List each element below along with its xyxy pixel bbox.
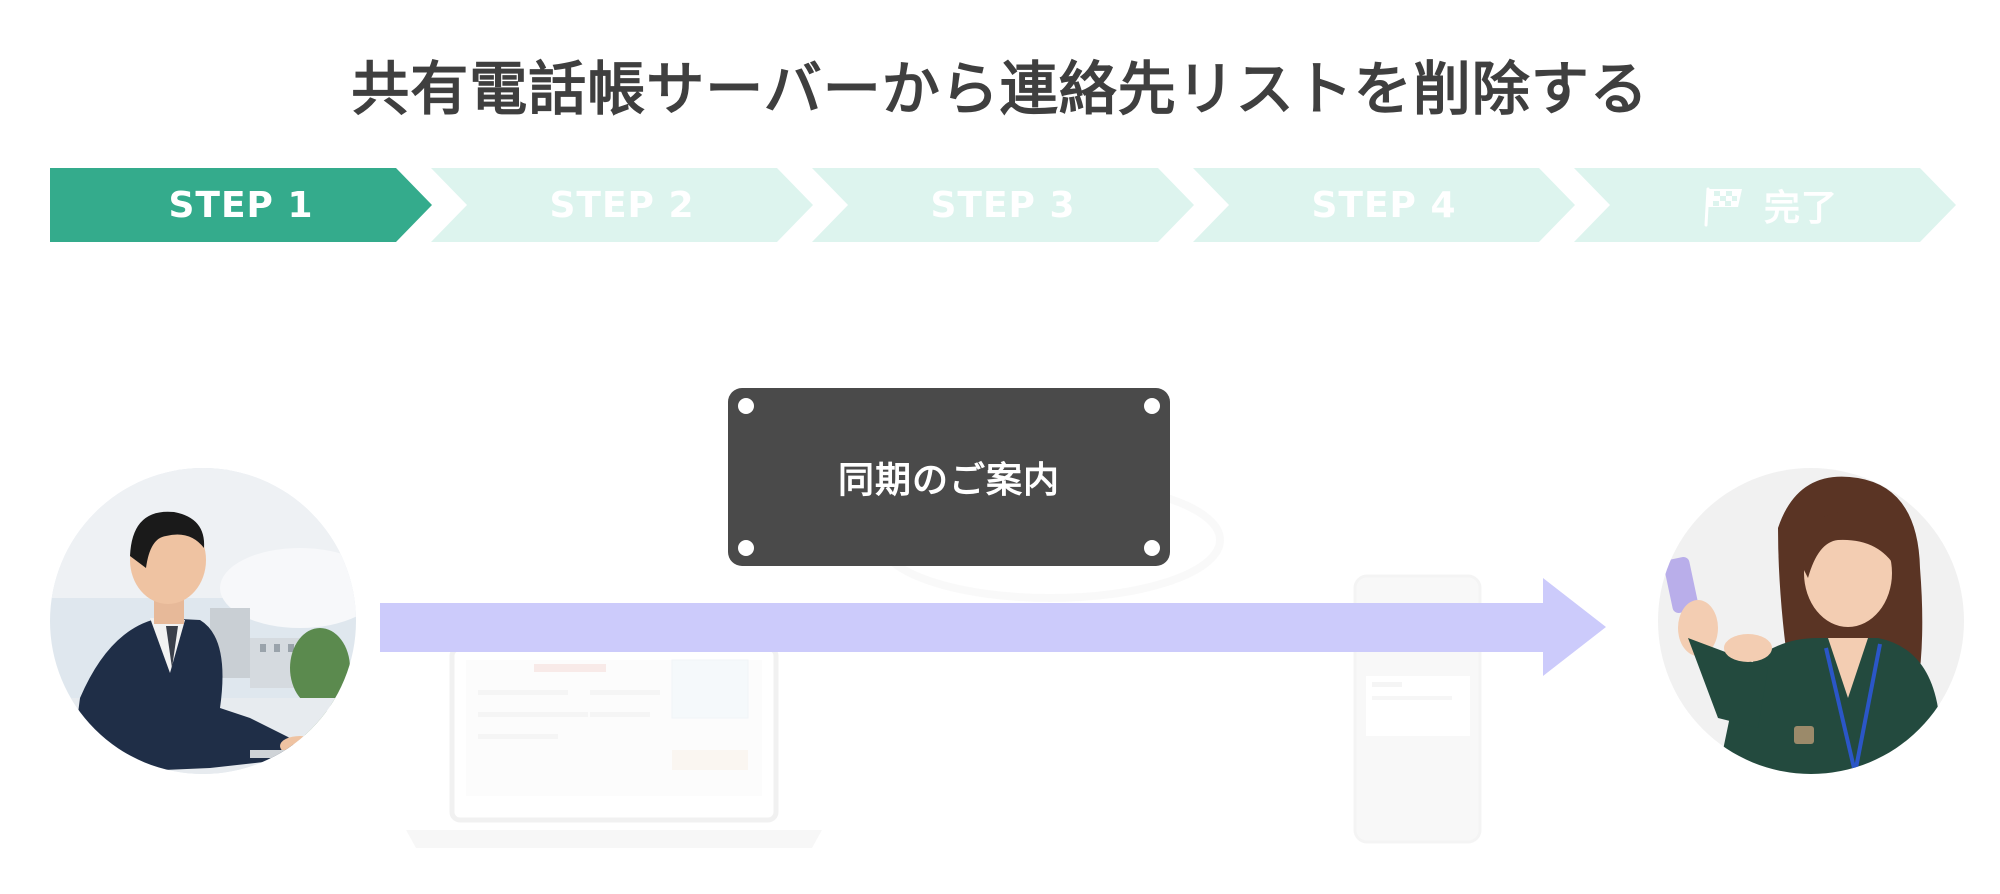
step-complete-tab[interactable]: 完了: [1574, 168, 1956, 242]
checkered-flag-icon: [1702, 183, 1746, 227]
step-complete-label: 完了: [1763, 188, 1838, 229]
step-4-tab[interactable]: STEP 4: [1193, 168, 1575, 242]
sign-bolt-bottom-right: [1144, 540, 1160, 556]
sign-bolt-top-right: [1144, 398, 1160, 414]
step-2-tab[interactable]: STEP 2: [431, 168, 813, 242]
sign-bolt-top-left: [738, 398, 754, 414]
sync-notice-sign: 同期のご案内: [728, 388, 1170, 566]
step-1-tab[interactable]: STEP 1: [50, 168, 432, 242]
step-3-label: STEP 3: [930, 184, 1076, 226]
step-4-label: STEP 4: [1311, 184, 1457, 226]
sync-notice-label: 同期のご案内: [837, 460, 1060, 501]
step-3-tab[interactable]: STEP 3: [812, 168, 1194, 242]
step-1-label: STEP 1: [168, 184, 314, 226]
sign-bolt-bottom-left: [738, 540, 754, 556]
businessman-avatar: [50, 468, 356, 774]
step-2-label: STEP 2: [549, 184, 695, 226]
step-progress-bar: STEP 1 STEP 2 STEP 3 STEP 4 完了: [0, 168, 2000, 244]
woman-avatar: [1658, 468, 1964, 774]
laptop-illustration: [406, 645, 822, 848]
page-title: 共有電話帳サーバーから連絡先リストを削除する: [351, 55, 1649, 123]
